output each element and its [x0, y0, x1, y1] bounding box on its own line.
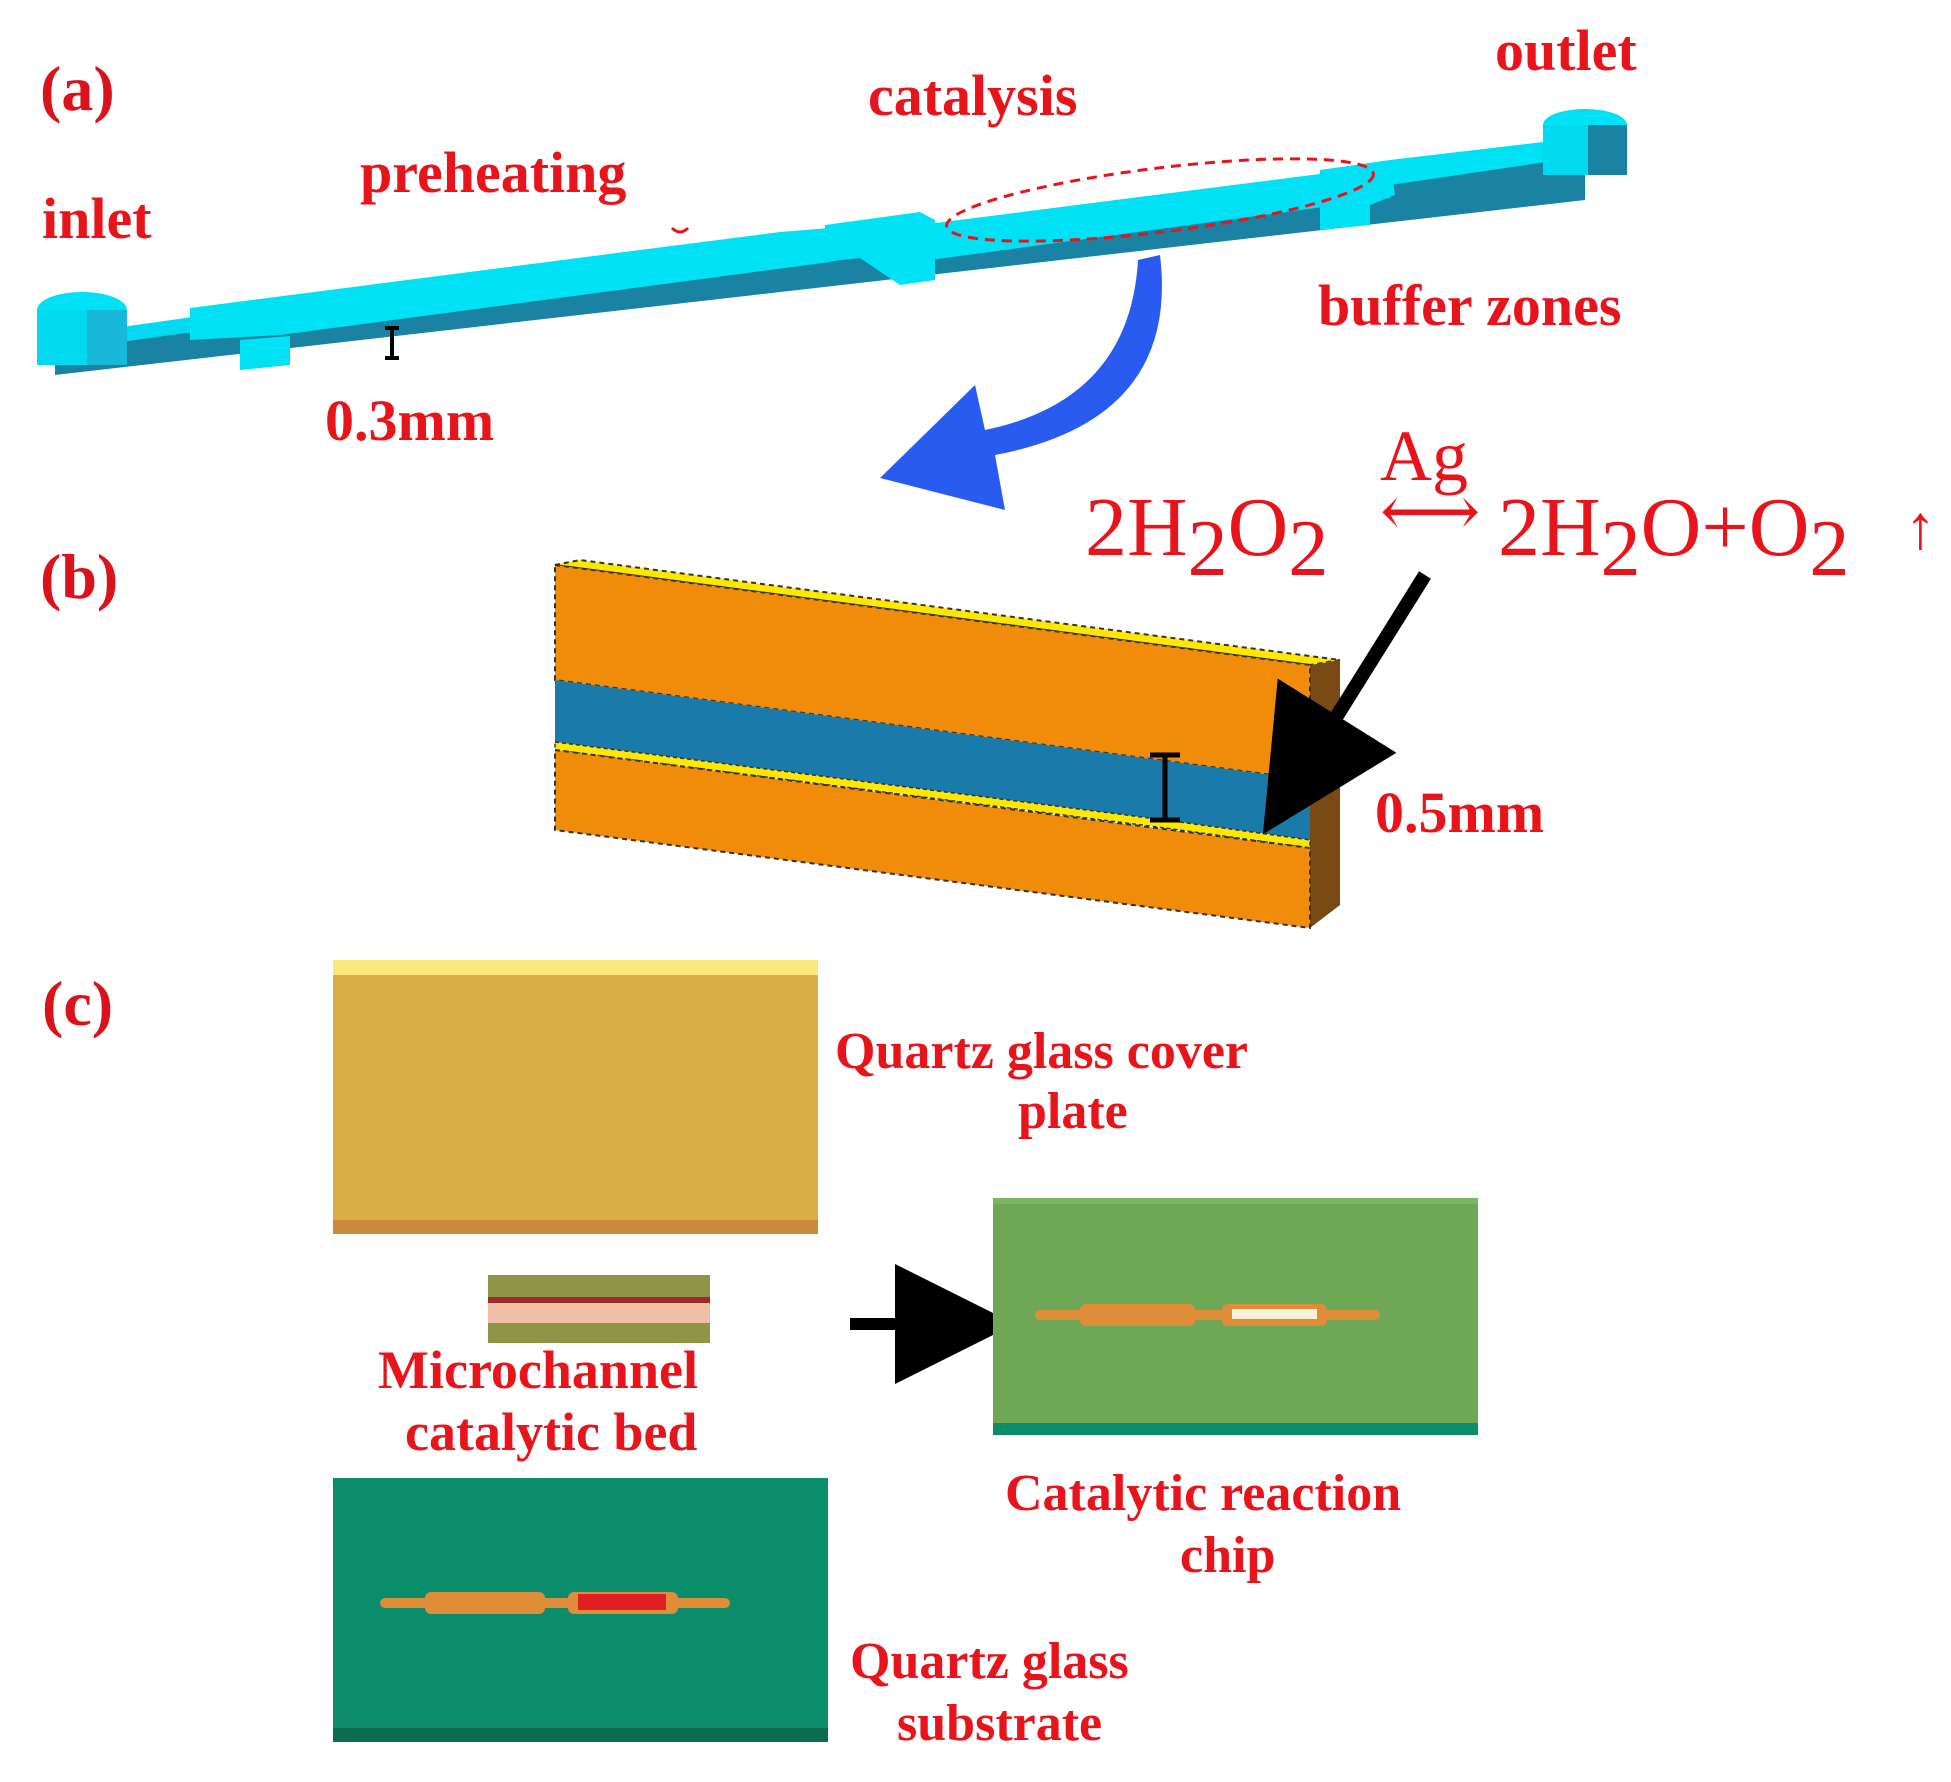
bed-label-line2: catalytic bed [405, 1402, 697, 1462]
channel-outlet-segment [1390, 140, 1560, 185]
microchannel-3d-model [37, 109, 1627, 375]
chip-label-line2: chip [1180, 1527, 1275, 1584]
depth-marker-a [385, 326, 399, 360]
catalytic-bed-cross-section [554, 558, 1431, 930]
channel-catalysis-segment [920, 165, 1390, 260]
reaction-equation: Ag 2H2O2 ⟷ 2H2O+O2 ↑ [1085, 416, 1936, 593]
svg-text:2H2O+O2: 2H2O+O2 [1498, 481, 1849, 593]
side-face [1310, 660, 1340, 928]
chip-microchannel [1035, 1304, 1380, 1326]
channel-step-1 [240, 336, 290, 370]
svg-text:2H2O2: 2H2O2 [1085, 481, 1328, 593]
catalytic-bed-mini [488, 1275, 710, 1343]
pointer-arrow [1262, 571, 1431, 835]
panel-a: (a) inlet preh [37, 18, 1637, 510]
inlet-label: inlet [42, 186, 152, 251]
bed-label-line1: Microchannel [378, 1340, 698, 1400]
panel-c: (c) Quartz glass cover plate Microchanne… [42, 960, 1478, 1752]
catalyst-label: Ag [1380, 416, 1468, 496]
panel-b-tag: (b) [40, 541, 118, 612]
gas-arrow: ↑ [1905, 494, 1936, 562]
substrate-label-line2: substrate [897, 1695, 1102, 1752]
assembled-chip [993, 1198, 1478, 1435]
channel-region [555, 680, 1310, 840]
lower-block [554, 748, 1311, 930]
substrate-label-line1: Quartz glass [850, 1633, 1129, 1690]
channel-buffer-segment [1320, 160, 1395, 230]
panel-a-tag: (a) [40, 53, 115, 124]
chip-label-line1: Catalytic reaction [1005, 1465, 1401, 1522]
zoom-arrow [880, 255, 1162, 510]
cover-plate [333, 960, 818, 1234]
substrate-microchannel [380, 1592, 730, 1614]
outlet-label: outlet [1495, 18, 1637, 83]
depth-label-b: 0.5mm [1375, 780, 1544, 845]
substrate [333, 1478, 828, 1742]
depth-label-a: 0.3mm [325, 388, 494, 453]
preheating-label: preheating [360, 140, 626, 205]
reaction-arrow: ⟷ [1380, 474, 1480, 551]
depth-marker-b [1150, 752, 1180, 823]
cover-label-line2: plate [1018, 1083, 1128, 1140]
catalysis-label: catalysis [868, 63, 1077, 128]
cover-label-line1: Quartz glass cover [835, 1023, 1248, 1080]
catalysis-highlight [945, 157, 1375, 243]
buffer-zones-label: buffer zones [1318, 273, 1621, 338]
panel-c-tag: (c) [42, 968, 113, 1039]
channel-preheat-segment [190, 228, 830, 340]
channel-step-2 [825, 212, 935, 285]
panel-b: (b) 0.5mm Ag 2H2O2 ⟷ [40, 416, 1936, 930]
